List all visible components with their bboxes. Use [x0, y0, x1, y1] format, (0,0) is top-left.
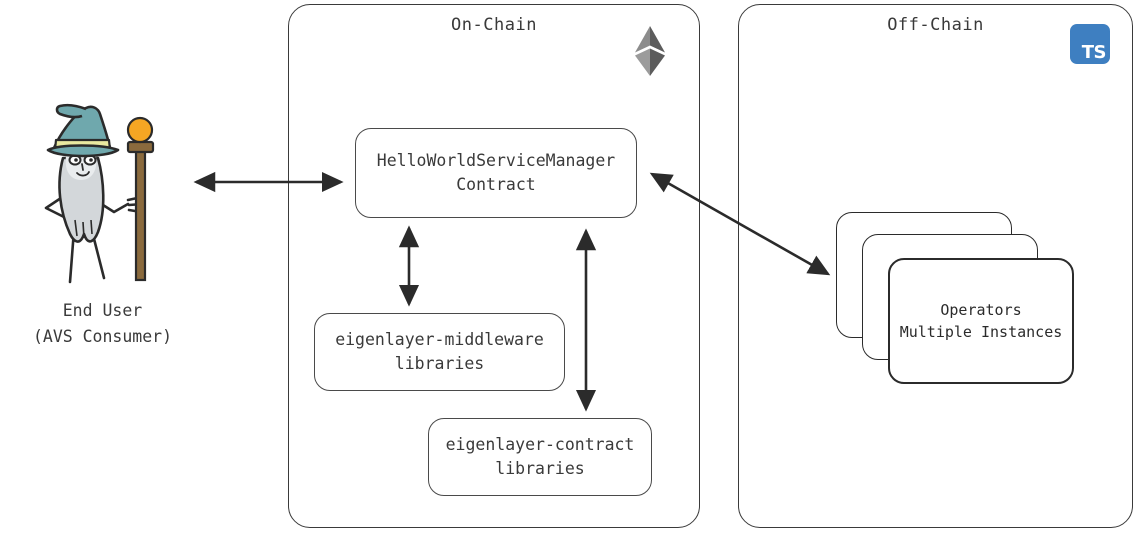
- operator-card-front[interactable]: Operators Multiple Instances: [888, 258, 1074, 384]
- end-user-label: End User (AVS Consumer): [32, 301, 173, 347]
- node-operators-label: Operators Multiple Instances: [899, 300, 1063, 342]
- node-eigenlayer-middleware-libraries-label: eigenlayer-middleware libraries: [335, 330, 544, 373]
- zone-on-chain-title: On-Chain: [451, 15, 537, 35]
- wizard-avatar-icon: [30, 100, 180, 290]
- node-eigenlayer-contract-libraries[interactable]: eigenlayer-contract libraries: [428, 418, 652, 496]
- ethereum-logo-icon: [634, 26, 666, 76]
- typescript-logo-label: TS: [1081, 42, 1107, 63]
- zone-off-chain-title: Off-Chain: [887, 15, 984, 35]
- node-operators-stack[interactable]: Operators Multiple Instances: [836, 212, 1074, 384]
- node-hello-world-service-manager[interactable]: HelloWorldServiceManager Contract: [355, 128, 637, 218]
- node-hello-world-service-manager-label: HelloWorldServiceManager Contract: [376, 151, 616, 194]
- node-eigenlayer-middleware-libraries[interactable]: eigenlayer-middleware libraries: [314, 313, 565, 391]
- node-eigenlayer-contract-libraries-label: eigenlayer-contract libraries: [445, 435, 635, 478]
- typescript-logo-icon: TS: [1070, 24, 1110, 64]
